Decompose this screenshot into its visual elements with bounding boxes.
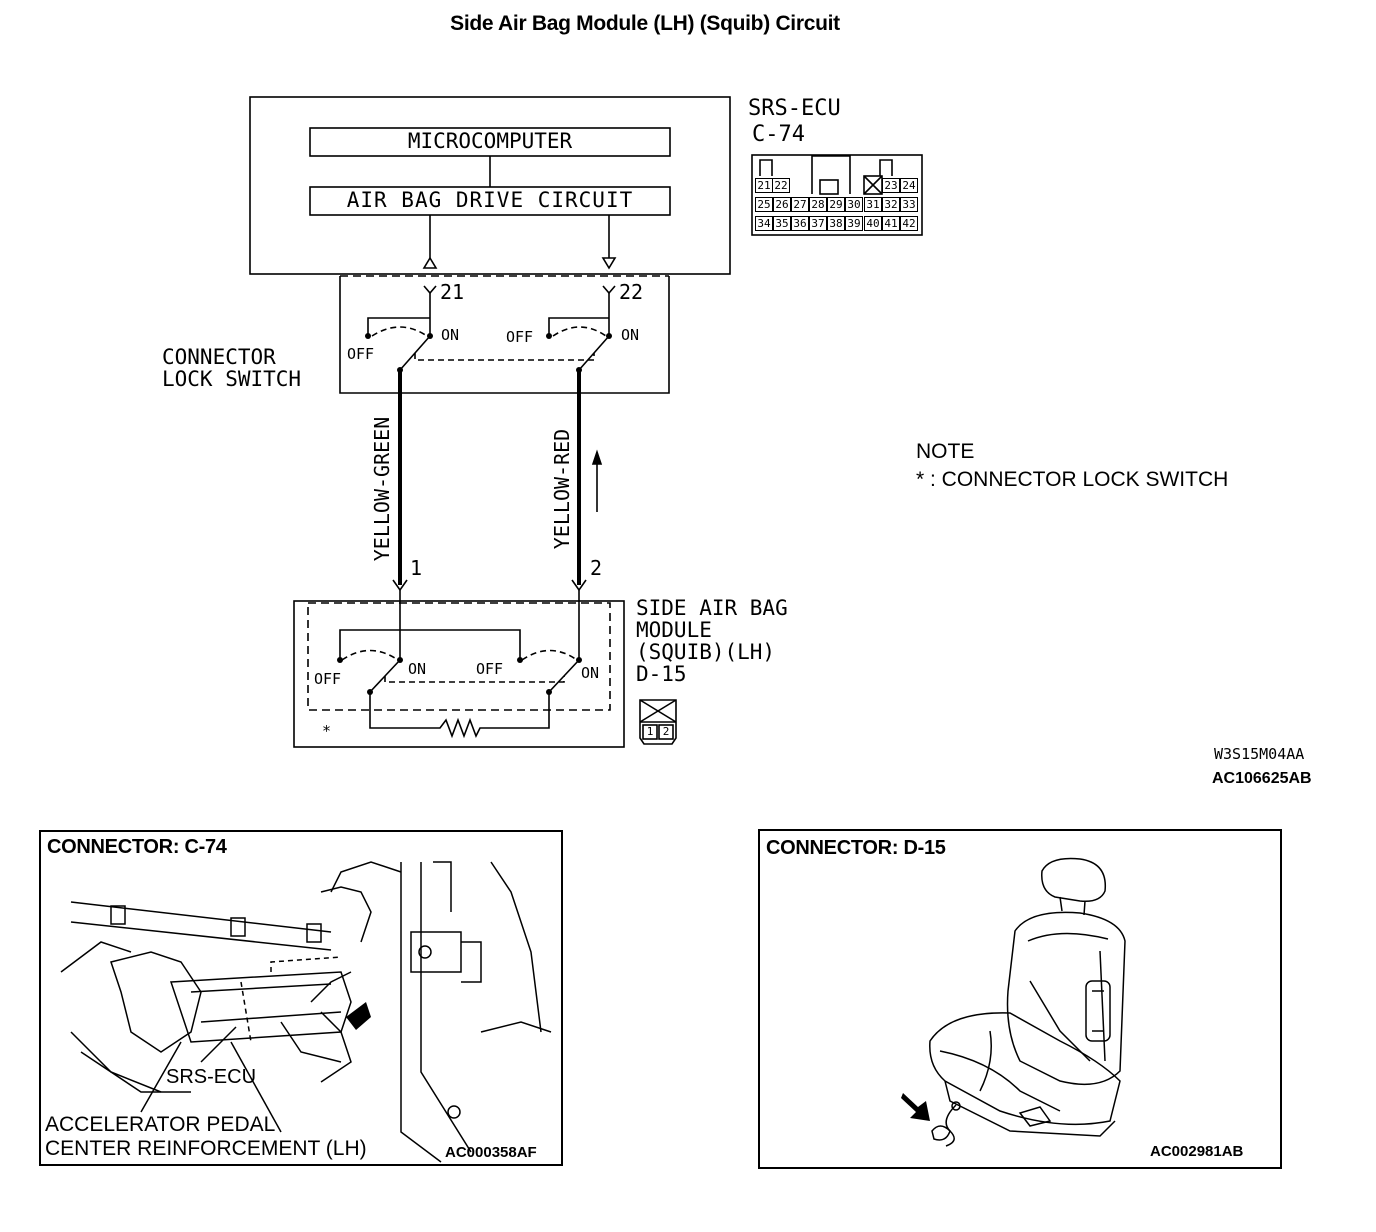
pin: 29: [827, 197, 845, 212]
c74-label-pedal-line2: CENTER REINFORCEMENT (LH): [45, 1137, 367, 1160]
pin: 26: [773, 197, 791, 212]
microcomputer-label: MICROCOMPUTER: [407, 129, 573, 153]
pin: 36: [791, 216, 809, 231]
d15-pin-2: 2: [662, 725, 670, 738]
pin: 42: [900, 216, 918, 231]
module-connector-id: D-15: [636, 662, 687, 686]
lock-switch-label-line1: CONNECTOR: [162, 345, 276, 369]
pin: 39: [845, 216, 863, 231]
connector-d15-panel: CONNECTOR: D-15: [758, 829, 1282, 1169]
lock-switch-label: CONNECTOR LOCK SWITCH: [162, 346, 301, 390]
d15-panel-code: AC002981AB: [1150, 1143, 1244, 1160]
terminal-21: 21: [440, 280, 465, 304]
srs-ecu-box: [249, 96, 731, 275]
wire-pin-1: 1: [410, 556, 423, 580]
d15-panel-heading: CONNECTOR: D-15: [766, 837, 946, 859]
pin: 40: [864, 216, 882, 231]
pin: 21: [755, 178, 773, 193]
pin: 32: [882, 197, 900, 212]
pin: 31: [864, 197, 882, 212]
c74-label-srs-ecu: SRS-ECU: [166, 1066, 257, 1088]
module-label-line3: (SQUIB)(LH): [636, 640, 776, 664]
page-title: Side Air Bag Module (LH) (Squib) Circuit: [450, 12, 840, 35]
module-label-line1: SIDE AIR BAG: [636, 596, 788, 620]
pin: 23: [882, 178, 900, 193]
pin: 35: [773, 216, 791, 231]
ecu-connector-id: C-74: [752, 122, 805, 147]
note-text: * : CONNECTOR LOCK SWITCH: [916, 468, 1229, 491]
module-on-label: ON: [581, 664, 600, 682]
wire-color-yellow-red: YELLOW-RED: [550, 428, 574, 550]
pin: 27: [791, 197, 809, 212]
pin: 25: [755, 197, 773, 212]
ecu-name: SRS-ECU: [748, 96, 841, 121]
c74-label-pedal: ACCELERATOR PEDAL CENTER REINFORCEMENT (…: [45, 1113, 367, 1161]
pin: 33: [900, 197, 918, 212]
c74-panel-code: AC000358AF: [445, 1144, 537, 1161]
module-asterisk: *: [322, 722, 332, 740]
d15-pin-1: 1: [646, 725, 654, 738]
note-heading: NOTE: [916, 440, 975, 463]
module-label-line2: MODULE: [636, 618, 712, 642]
module-label: SIDE AIR BAG MODULE (SQUIB)(LH) D-15: [636, 597, 788, 685]
d15-seat-illustration: [901, 857, 1126, 1147]
pin: 37: [809, 216, 827, 231]
module-off-label: OFF: [476, 660, 504, 678]
c74-panel-heading: CONNECTOR: C-74: [47, 836, 227, 858]
wire-pin-2: 2: [590, 556, 603, 580]
switch-on-label: ON: [441, 326, 460, 344]
lock-switch-label-line2: LOCK SWITCH: [162, 367, 302, 391]
module-off-label: OFF: [314, 670, 342, 688]
switch-on-label: ON: [621, 326, 640, 344]
wire-color-yellow-green: YELLOW-GREEN: [370, 416, 394, 562]
c74-location-illustration: [60, 861, 552, 1163]
terminal-22: 22: [619, 280, 644, 304]
module-on-label: ON: [408, 660, 427, 678]
pin: 41: [882, 216, 900, 231]
pin: 38: [827, 216, 845, 231]
pin: 28: [809, 197, 827, 212]
connector-c74-panel: CONNECTOR: C-74: [39, 830, 563, 1166]
pin: 24: [900, 178, 918, 193]
diagram-code-1: W3S15M04AA: [1214, 745, 1305, 763]
c74-label-pedal-line1: ACCELERATOR PEDAL: [45, 1113, 276, 1136]
drive-circuit-label: AIR BAG DRIVE CIRCUIT: [346, 188, 634, 212]
switch-off-label: OFF: [347, 345, 375, 363]
diagram-code-2: AC106625AB: [1212, 770, 1312, 787]
pin: 34: [755, 216, 773, 231]
switch-off-label: OFF: [506, 328, 534, 346]
pin: 30: [845, 197, 863, 212]
pin: 22: [772, 178, 790, 193]
